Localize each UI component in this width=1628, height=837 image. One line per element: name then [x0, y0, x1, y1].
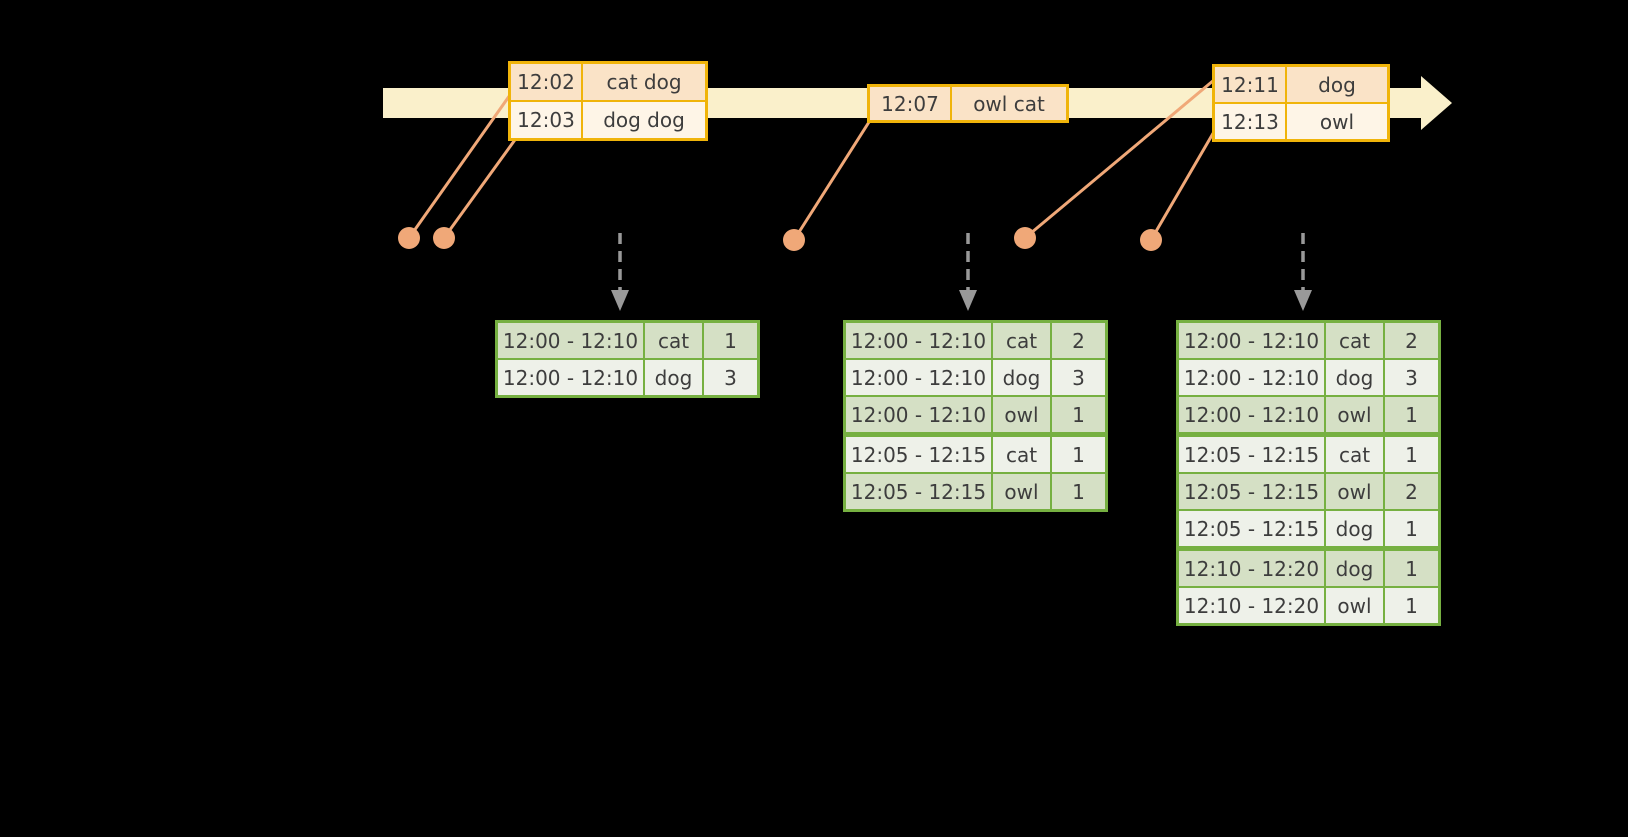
emit-arrow-head-icon: [611, 290, 629, 311]
window-group-separator: [846, 434, 1105, 435]
connector-line: [1149, 129, 1217, 241]
event-table-2: 12:07 owl cat: [867, 84, 1069, 123]
result-word-cell: cat: [1326, 323, 1383, 358]
result-count-cell: 1: [1052, 397, 1105, 432]
event-words-cell: dog dog: [583, 102, 705, 138]
event-dot: [783, 229, 805, 251]
emit-arrow-head-icon: [1294, 290, 1312, 311]
event-words-cell: dog: [1287, 67, 1387, 102]
result-window-cell: 12:00 - 12:10: [846, 360, 991, 395]
event-dot: [433, 227, 455, 249]
result-table-3: 12:00 - 12:10 cat 2 12:00 - 12:10 dog 3 …: [1176, 320, 1441, 626]
result-count-cell: 3: [1385, 360, 1438, 395]
result-table-1: 12:00 - 12:10 cat 1 12:00 - 12:10 dog 3: [495, 320, 760, 398]
window-group-separator: [1179, 434, 1438, 435]
result-window-cell: 12:00 - 12:10: [498, 360, 643, 395]
result-word-cell: cat: [645, 323, 702, 358]
event-time-cell: 12:07: [870, 87, 950, 120]
event-time-cell: 12:02: [511, 64, 581, 100]
result-window-cell: 12:05 - 12:15: [1179, 474, 1324, 509]
result-count-cell: 1: [1385, 397, 1438, 432]
result-window-cell: 12:00 - 12:10: [1179, 323, 1324, 358]
result-word-cell: owl: [993, 397, 1050, 432]
timeline-arrowhead-icon: [1421, 76, 1452, 130]
window-group-separator: [1179, 548, 1438, 549]
connector-line: [442, 136, 519, 239]
result-word-cell: cat: [1326, 437, 1383, 472]
result-count-cell: 1: [704, 323, 757, 358]
result-window-cell: 12:00 - 12:10: [846, 323, 991, 358]
result-window-cell: 12:00 - 12:10: [498, 323, 643, 358]
result-count-cell: 2: [1385, 323, 1438, 358]
result-word-cell: dog: [993, 360, 1050, 395]
result-word-cell: dog: [645, 360, 702, 395]
result-count-cell: 1: [1385, 551, 1438, 586]
result-window-cell: 12:05 - 12:15: [1179, 437, 1324, 472]
result-count-cell: 1: [1052, 474, 1105, 509]
result-window-cell: 12:05 - 12:15: [846, 474, 991, 509]
event-table-3: 12:11 dog 12:13 owl: [1212, 64, 1390, 142]
result-word-cell: dog: [1326, 360, 1383, 395]
result-count-cell: 2: [1385, 474, 1438, 509]
result-window-cell: 12:00 - 12:10: [846, 397, 991, 432]
result-count-cell: 1: [1385, 437, 1438, 472]
event-words-cell: owl: [1287, 104, 1387, 139]
result-count-cell: 1: [1385, 588, 1438, 623]
emit-arrow-head-icon: [959, 290, 977, 311]
event-dot: [398, 227, 420, 249]
result-word-cell: dog: [1326, 511, 1383, 546]
event-time-cell: 12:11: [1215, 67, 1285, 102]
result-word-cell: owl: [1326, 397, 1383, 432]
event-dots: [398, 227, 1162, 251]
result-window-cell: 12:05 - 12:15: [1179, 511, 1324, 546]
result-window-cell: 12:05 - 12:15: [846, 437, 991, 472]
result-window-cell: 12:00 - 12:10: [1179, 360, 1324, 395]
event-words-cell: owl cat: [952, 87, 1066, 120]
result-word-cell: owl: [993, 474, 1050, 509]
result-window-cell: 12:10 - 12:20: [1179, 551, 1324, 586]
result-word-cell: cat: [993, 323, 1050, 358]
result-word-cell: cat: [993, 437, 1050, 472]
event-table-1: 12:02 cat dog 12:03 dog dog: [508, 61, 708, 141]
event-time-cell: 12:13: [1215, 104, 1285, 139]
result-count-cell: 2: [1052, 323, 1105, 358]
result-count-cell: 1: [1385, 511, 1438, 546]
event-dot: [1014, 227, 1036, 249]
connector-line: [792, 121, 871, 241]
result-window-cell: 12:00 - 12:10: [1179, 397, 1324, 432]
result-word-cell: owl: [1326, 474, 1383, 509]
result-word-cell: dog: [1326, 551, 1383, 586]
result-count-cell: 1: [1052, 437, 1105, 472]
emit-arrows: [611, 233, 1312, 311]
event-time-cell: 12:03: [511, 102, 581, 138]
event-dot: [1140, 229, 1162, 251]
result-word-cell: owl: [1326, 588, 1383, 623]
result-window-cell: 12:10 - 12:20: [1179, 588, 1324, 623]
event-words-cell: cat dog: [583, 64, 705, 100]
result-count-cell: 3: [1052, 360, 1105, 395]
result-count-cell: 3: [704, 360, 757, 395]
result-table-2: 12:00 - 12:10 cat 2 12:00 - 12:10 dog 3 …: [843, 320, 1108, 512]
